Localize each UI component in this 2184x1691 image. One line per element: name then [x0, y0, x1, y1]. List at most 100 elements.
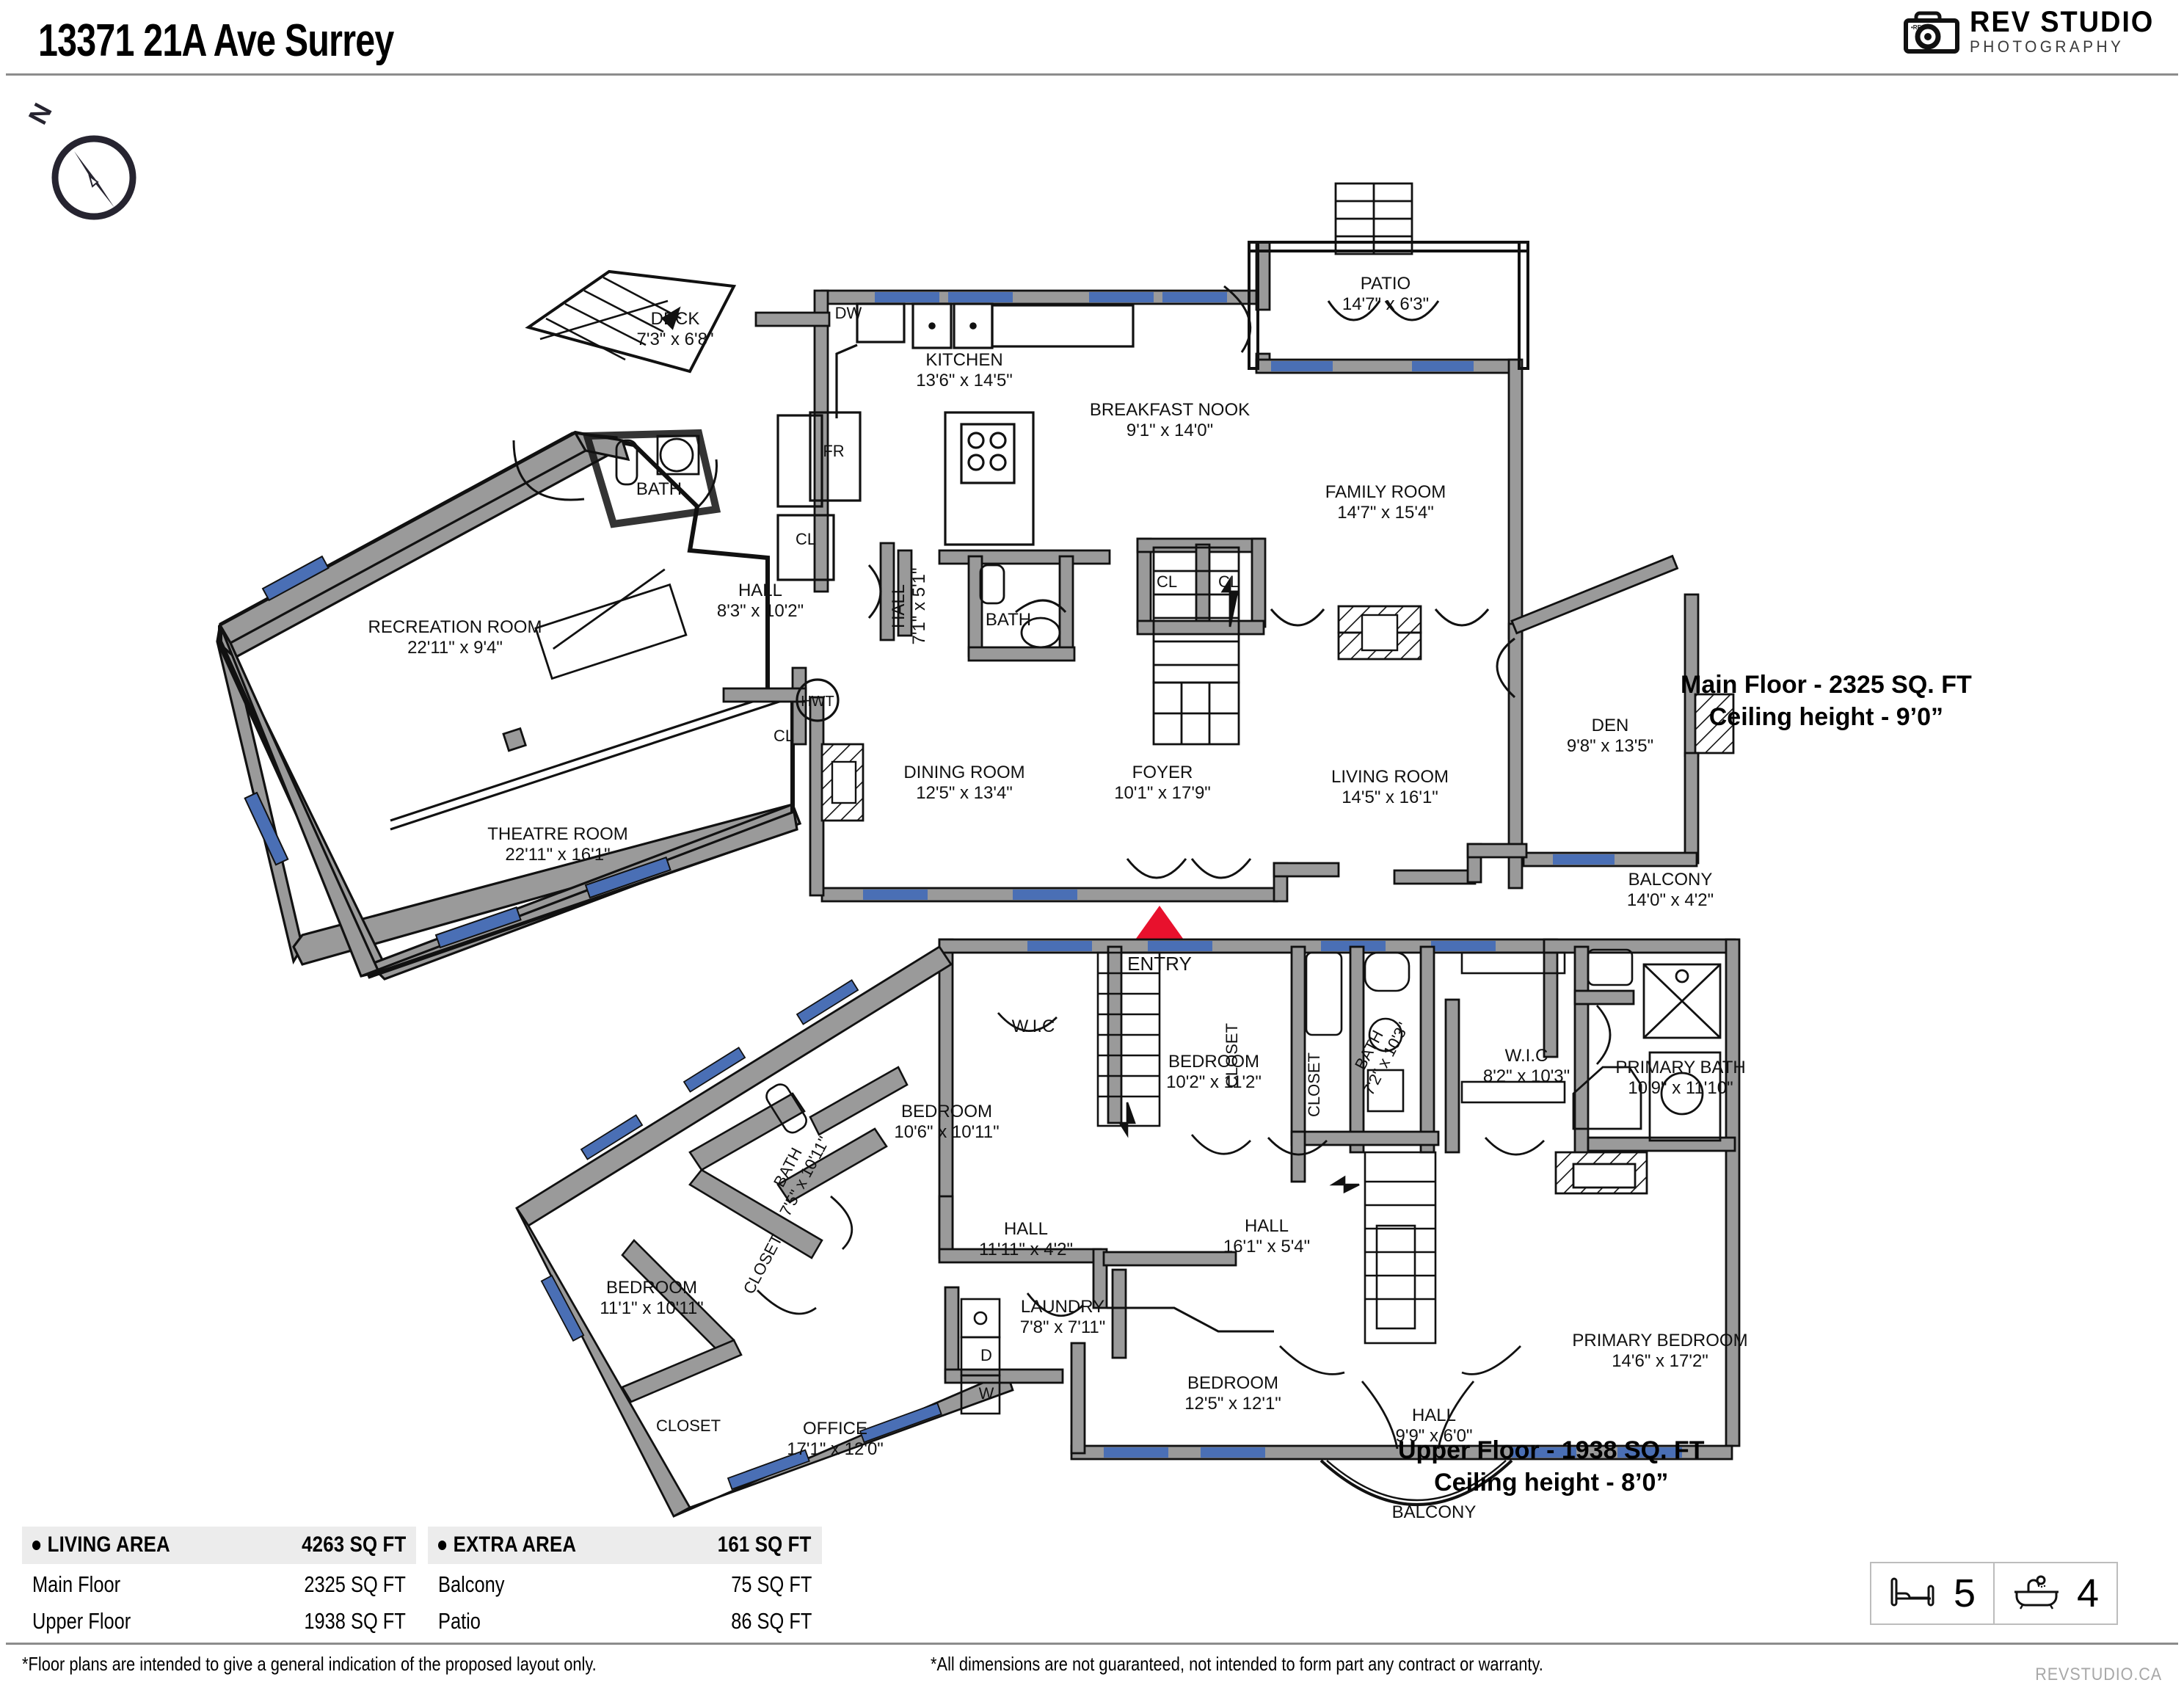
- svg-text:PATIO: PATIO: [1361, 274, 1410, 294]
- svg-text:D: D: [980, 1346, 992, 1364]
- svg-text:PRIMARY BATH: PRIMARY BATH: [1615, 1058, 1745, 1077]
- brand-logo: •REC REV STUDIO PHOTOGRAPHY: [1903, 7, 2163, 56]
- svg-text:10'1" x 17'9": 10'1" x 17'9": [1114, 783, 1211, 803]
- extra-area-header: EXTRA AREA 161 SQ FT: [428, 1527, 822, 1564]
- svg-text:9'8" x 13'5": 9'8" x 13'5": [1567, 736, 1653, 756]
- extra-row-1-value: 86 SQ FT: [730, 1608, 812, 1634]
- bed-icon: [1889, 1576, 1937, 1612]
- extra-row-0-label: Balcony: [438, 1571, 505, 1597]
- svg-text:FAMILY ROOM: FAMILY ROOM: [1325, 482, 1446, 502]
- entry-marker: [1130, 906, 1189, 947]
- svg-text:CL: CL: [1218, 572, 1239, 591]
- footnote-right: *All dimensions are not guaranteed, not …: [931, 1653, 1543, 1675]
- upper-interior-walls: [621, 945, 1736, 1415]
- footnote-left: *Floor plans are intended to give a gene…: [22, 1653, 597, 1675]
- upper-floor-area-text: Upper Floor - 1938 SQ. FT: [1398, 1436, 1705, 1464]
- extra-area-total: 161 SQ FT: [718, 1532, 812, 1557]
- svg-text:HALL: HALL: [738, 581, 782, 600]
- svg-text:THEATRE ROOM: THEATRE ROOM: [487, 824, 628, 844]
- svg-text:14'7" x 6'3": 14'7" x 6'3": [1342, 294, 1429, 314]
- svg-text:BEDROOM: BEDROOM: [1168, 1052, 1259, 1072]
- table-row: Main Floor 2325 SQ FT: [22, 1564, 416, 1601]
- svg-text:CLOSET: CLOSET: [656, 1417, 721, 1435]
- living-row-0-label: Main Floor: [32, 1571, 121, 1597]
- svg-text:22'11" x 9'4": 22'11" x 9'4": [407, 638, 503, 658]
- footer-divider: [6, 1643, 2178, 1645]
- main-floor-caption: Main Floor - 2325 SQ. FT Ceiling height …: [1681, 669, 1972, 733]
- svg-text:W.I.C: W.I.C: [1505, 1046, 1548, 1066]
- bullet-icon: [32, 1540, 41, 1550]
- compass-rose: N: [22, 98, 145, 228]
- svg-text:7'1" x 5'1": 7'1" x 5'1": [909, 568, 929, 645]
- compass-icon: [51, 135, 136, 220]
- svg-text:BATH: BATH: [636, 479, 682, 499]
- living-area-header: LIVING AREA 4263 SQ FT: [22, 1527, 416, 1564]
- upper-bath-fixtures: [1305, 948, 1634, 1113]
- table-row: Balcony 75 SQ FT: [428, 1564, 822, 1601]
- svg-text:BALCONY: BALCONY: [1628, 870, 1713, 890]
- svg-text:LIVING ROOM: LIVING ROOM: [1331, 767, 1449, 787]
- logo-line-2: PHOTOGRAPHY: [1969, 37, 2124, 56]
- main-floor-area-text: Main Floor - 2325 SQ. FT: [1681, 671, 1972, 699]
- living-row-1-value: 1938 SQ FT: [304, 1608, 406, 1634]
- upper-door-arcs: [757, 1005, 1612, 1506]
- upper-floor-caption: Upper Floor - 1938 SQ. FT Ceiling height…: [1398, 1435, 1705, 1499]
- upper-bedroom-bay: [1107, 1306, 1274, 1333]
- svg-text:7'8" x 7'11": 7'8" x 7'11": [1020, 1317, 1106, 1337]
- page-header: 13371 21A Ave Surrey •REC REV STUDIO PHO…: [0, 0, 2184, 73]
- main-floor-ceiling-text: Ceiling height - 9’0”: [1708, 702, 1943, 731]
- svg-text:8'2" x 10'3": 8'2" x 10'3": [1483, 1066, 1570, 1086]
- svg-text:DEN: DEN: [1592, 716, 1629, 735]
- svg-text:FOYER: FOYER: [1132, 763, 1193, 782]
- svg-text:CLOSET: CLOSET: [1305, 1052, 1323, 1117]
- living-area-title: LIVING AREA: [47, 1532, 170, 1557]
- deck: [525, 269, 737, 374]
- bed-bath-badges: 5 4: [1870, 1562, 2119, 1625]
- svg-text:17'1" x 12'0": 17'1" x 12'0": [787, 1439, 884, 1459]
- living-area-total: 4263 SQ FT: [301, 1532, 406, 1557]
- extra-area-column: EXTRA AREA 161 SQ FT Balcony 75 SQ FT Pa…: [428, 1527, 822, 1637]
- living-row-1-label: Upper Floor: [32, 1608, 131, 1634]
- svg-text:16'1" x 5'4": 16'1" x 5'4": [1223, 1237, 1310, 1257]
- svg-text:11'1" x 10'11": 11'1" x 10'11": [600, 1298, 703, 1318]
- svg-text:PRIMARY BEDROOM: PRIMARY BEDROOM: [1572, 1331, 1747, 1350]
- svg-text:HWT: HWT: [801, 694, 834, 710]
- svg-text:10'9" x 11'10": 10'9" x 11'10": [1628, 1078, 1733, 1098]
- header-divider: [6, 73, 2178, 76]
- svg-text:11'11" x 4'2": 11'11" x 4'2": [979, 1240, 1073, 1259]
- main-interior-walls: [722, 537, 1267, 822]
- svg-text:RECREATION ROOM: RECREATION ROOM: [368, 617, 542, 637]
- camera-icon: •REC: [1903, 9, 1959, 54]
- upper-staircases: [1096, 951, 1437, 1345]
- svg-text:22'11" x 16'1": 22'11" x 16'1": [505, 845, 610, 865]
- svg-text:W: W: [979, 1384, 994, 1403]
- table-row: Patio 86 SQ FT: [428, 1601, 822, 1637]
- svg-text:•REC: •REC: [1911, 24, 1926, 31]
- living-area-column: LIVING AREA 4263 SQ FT Main Floor 2325 S…: [22, 1527, 416, 1637]
- primary-bath-fixtures: [1554, 963, 1722, 1195]
- kitchen-fixtures: [776, 302, 1135, 581]
- svg-text:14'0" x 4'2": 14'0" x 4'2": [1627, 890, 1714, 910]
- svg-text:12'5" x 13'4": 12'5" x 13'4": [916, 783, 1013, 803]
- svg-text:HALL: HALL: [1245, 1216, 1289, 1236]
- svg-text:BEDROOM: BEDROOM: [606, 1278, 697, 1298]
- main-floor-walls: [216, 430, 802, 981]
- svg-text:BATH: BATH: [986, 610, 1031, 630]
- bedroom-count: 5: [1954, 1571, 1976, 1615]
- bedroom-count-badge: 5: [1871, 1563, 1993, 1623]
- svg-text:7'3" x 6'8": 7'3" x 6'8": [637, 330, 714, 349]
- svg-text:OFFICE: OFFICE: [803, 1419, 867, 1439]
- svg-text:DINING ROOM: DINING ROOM: [903, 763, 1024, 782]
- main-staircase: [1152, 546, 1240, 746]
- area-summary: LIVING AREA 4263 SQ FT Main Floor 2325 S…: [22, 1527, 822, 1637]
- main-left-wing-walls: [218, 431, 798, 978]
- fireplace: [1337, 605, 1422, 661]
- bullet-icon: [438, 1540, 447, 1550]
- main-body-walls: [754, 182, 1735, 903]
- upper-floor-walls: [515, 938, 1741, 1518]
- svg-text:14'7" x 15'4": 14'7" x 15'4": [1337, 503, 1434, 523]
- extra-row-1-label: Patio: [438, 1608, 481, 1634]
- svg-text:10'6" x 10'11": 10'6" x 10'11": [894, 1122, 999, 1142]
